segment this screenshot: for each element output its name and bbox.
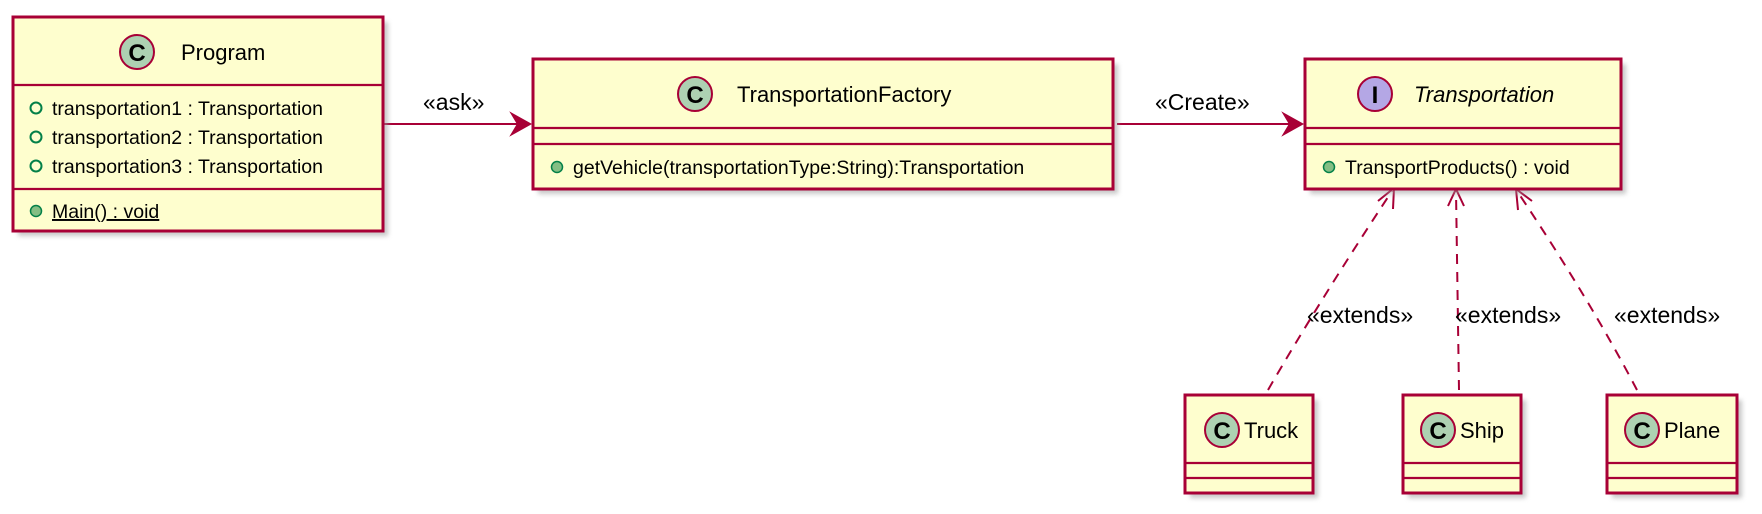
plane-extends-label: «extends»: [1614, 302, 1720, 328]
field-text: transportation1 : Transportation: [52, 98, 323, 120]
svg-text:I: I: [1372, 82, 1379, 109]
relation-plane-extends: «extends»: [1514, 186, 1720, 391]
svg-text:C: C: [1213, 418, 1230, 445]
relation-ship-extends: «extends»: [1447, 186, 1561, 391]
method-text: Main() : void: [52, 201, 159, 223]
field-row: transportation1 : Transportation: [29, 98, 323, 120]
class-badge-icon: C: [1420, 412, 1456, 448]
public-field-icon: [29, 159, 43, 173]
class-badge-icon: C: [1624, 412, 1660, 448]
method-text: getVehicle(transportationType:String):Tr…: [573, 157, 1024, 179]
public-field-icon: [29, 130, 43, 144]
svg-text:C: C: [1429, 418, 1446, 445]
ship-extends-label: «extends»: [1455, 302, 1561, 328]
class-transportation-factory[interactable]: C TransportationFactory getVehicle(trans…: [531, 57, 1118, 194]
ship-title: Ship: [1460, 418, 1504, 443]
plane-title: Plane: [1664, 418, 1720, 443]
class-program[interactable]: C Program transportation1 : Transportati…: [11, 15, 388, 236]
svg-text:C: C: [128, 40, 145, 67]
relation-create: «Create»: [1117, 89, 1305, 137]
class-badge-icon: C: [119, 34, 155, 70]
class-plane[interactable]: C Plane: [1605, 393, 1742, 498]
create-label: «Create»: [1155, 89, 1250, 115]
method-row: TransportProducts() : void: [1322, 157, 1570, 179]
public-field-icon: [29, 101, 43, 115]
class-badge-icon: C: [677, 76, 713, 112]
class-ship[interactable]: C Ship: [1401, 393, 1526, 498]
field-text: transportation3 : Transportation: [52, 156, 323, 178]
class-badge-icon: C: [1204, 412, 1240, 448]
transportation-title: Transportation: [1414, 82, 1554, 107]
svg-text:C: C: [686, 82, 703, 109]
method-row: Main() : void: [29, 201, 159, 223]
factory-title: TransportationFactory: [737, 82, 951, 107]
relation-truck-extends: «extends»: [1267, 185, 1413, 391]
truck-extends-label: «extends»: [1307, 302, 1413, 328]
field-text: transportation2 : Transportation: [52, 127, 323, 149]
public-method-icon: [29, 204, 43, 218]
program-title: Program: [181, 40, 265, 65]
interface-badge-icon: I: [1357, 76, 1393, 112]
relation-ask: «ask»: [384, 89, 533, 137]
public-method-icon: [550, 160, 564, 174]
truck-title: Truck: [1244, 418, 1299, 443]
field-row: transportation2 : Transportation: [29, 127, 323, 149]
method-row: getVehicle(transportationType:String):Tr…: [550, 157, 1024, 179]
class-truck[interactable]: C Truck: [1183, 393, 1318, 498]
svg-text:C: C: [1633, 418, 1650, 445]
ask-label: «ask»: [423, 89, 484, 115]
method-text: TransportProducts() : void: [1345, 157, 1570, 179]
field-row: transportation3 : Transportation: [29, 156, 323, 178]
public-method-icon: [1322, 160, 1336, 174]
interface-transportation[interactable]: I Transportation TransportProducts() : v…: [1303, 57, 1626, 194]
